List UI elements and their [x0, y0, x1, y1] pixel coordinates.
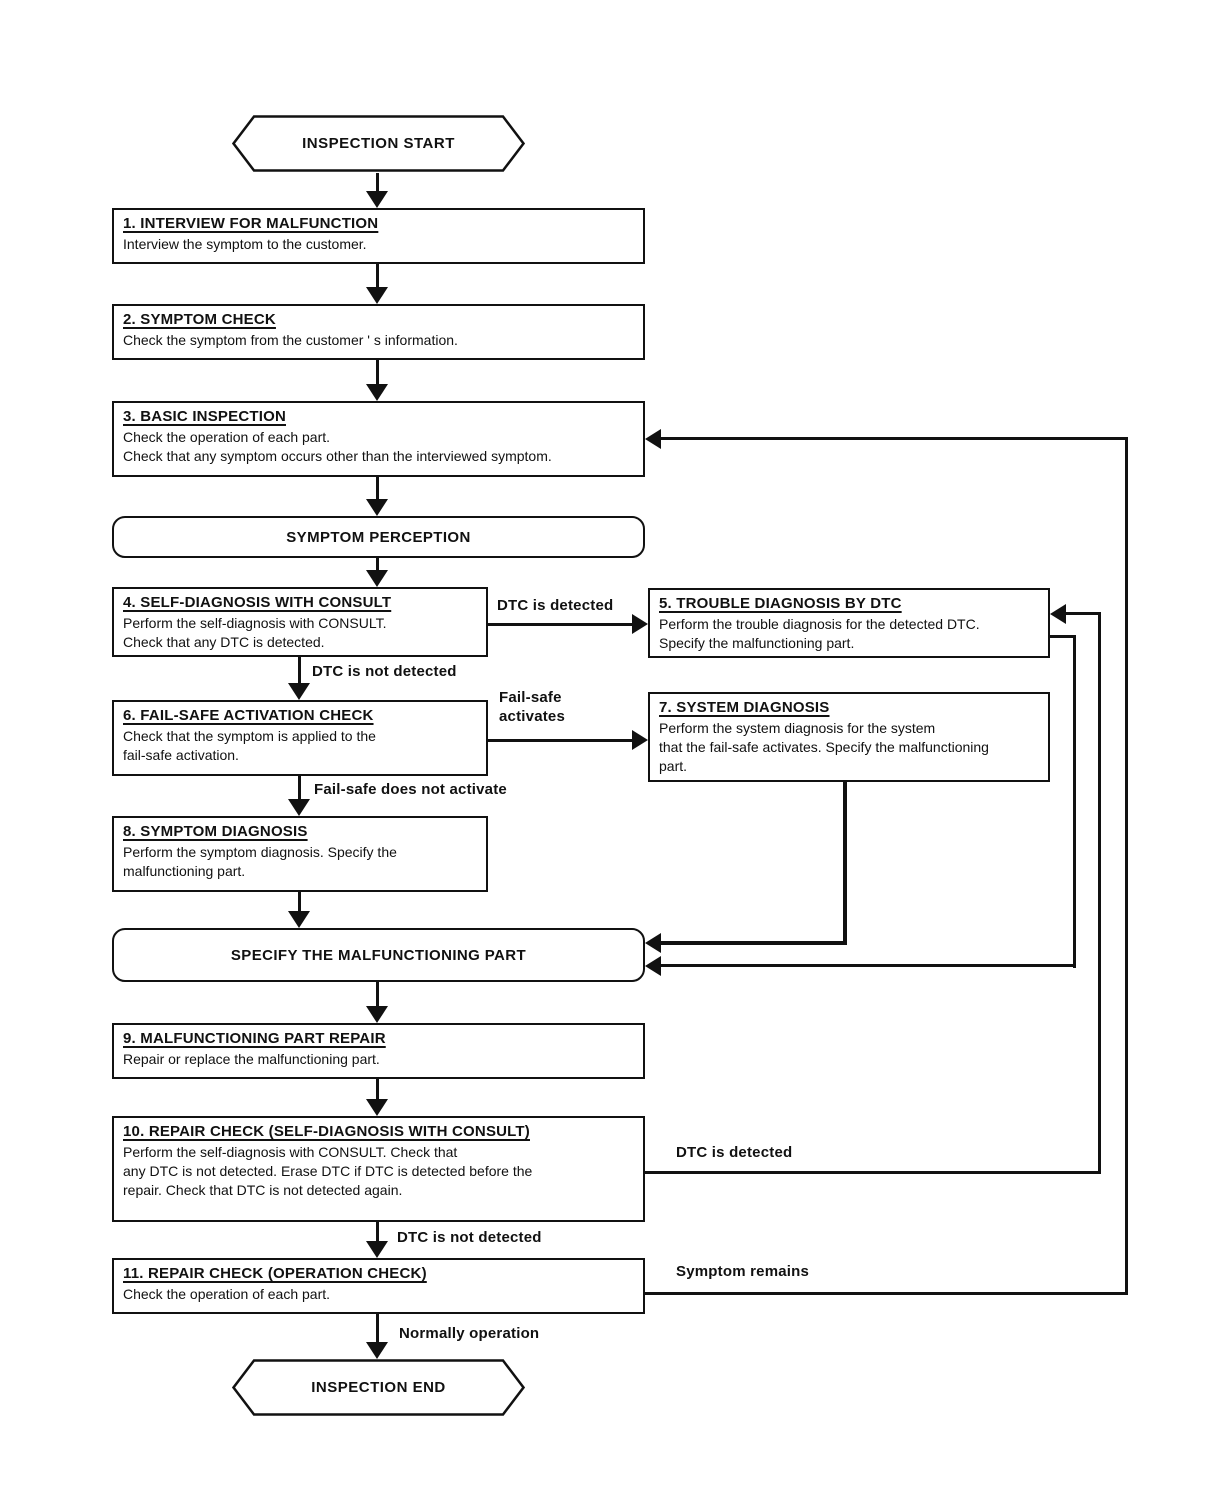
step-6-title: 6. FAIL-SAFE ACTIVATION CHECK: [123, 707, 374, 724]
step-6-body: Check that the symptom is applied to the…: [123, 728, 376, 763]
terminal-end-label: INSPECTION END: [311, 1379, 446, 1396]
feedback-step10-to-step5-hline-top: [1064, 612, 1101, 615]
arrow-symptom-perception-to-step4-head: [366, 570, 388, 587]
step-5-body: Perform the trouble diagnosis for the de…: [659, 616, 980, 651]
arrow-step2-to-step3-line: [376, 360, 379, 384]
edge-label-fail-safe-does-not-activate: Fail-safe does not activate: [314, 780, 507, 799]
terminal-start-label: INSPECTION START: [302, 135, 455, 152]
arrow-step3-to-symptom-perception-line: [376, 477, 379, 499]
arrow-step10-to-step11-line: [376, 1222, 379, 1241]
arrow-step10-to-step11-head: [366, 1241, 388, 1258]
step-8-body: Perform the symptom diagnosis. Specify t…: [123, 844, 397, 879]
symptom-perception-label: SYMPTOM PERCEPTION: [286, 528, 471, 546]
step-11-title: 11. REPAIR CHECK (OPERATION CHECK): [123, 1265, 427, 1282]
feedback-step11-to-step3-head: [645, 429, 661, 449]
process-step-8: 8. SYMPTOM DIAGNOSIS Perform the symptom…: [112, 816, 488, 892]
feedback-step11-to-step3-hline-top: [660, 437, 1128, 440]
step-9-title: 9. MALFUNCTIONING PART REPAIR: [123, 1030, 386, 1047]
arrow-step2-to-step3-head: [366, 384, 388, 401]
feedback-step10-to-step5-vline: [1098, 612, 1101, 1174]
specify-part-label: SPECIFY THE MALFUNCTIONING PART: [230, 946, 527, 964]
edge-label-dtc-not-detected-repair: DTC is not detected: [397, 1228, 542, 1247]
process-step-5: 5. TROUBLE DIAGNOSIS BY DTC Perform the …: [648, 588, 1050, 658]
step-2-title: 2. SYMPTOM CHECK: [123, 311, 276, 328]
arrow-step9-to-step10-head: [366, 1099, 388, 1116]
arrow-start-to-step1-head: [366, 191, 388, 208]
step-5-title: 5. TROUBLE DIAGNOSIS BY DTC: [659, 595, 902, 612]
step-10-title: 10. REPAIR CHECK (SELF-DIAGNOSIS WITH CO…: [123, 1123, 530, 1140]
process-step-1: 1. INTERVIEW FOR MALFUNCTION Interview t…: [112, 208, 645, 264]
process-step-7: 7. SYSTEM DIAGNOSIS Perform the system d…: [648, 692, 1050, 782]
process-step-10: 10. REPAIR CHECK (SELF-DIAGNOSIS WITH CO…: [112, 1116, 645, 1222]
step-4-title: 4. SELF-DIAGNOSIS WITH CONSULT: [123, 594, 392, 611]
step-7-body: Perform the system diagnosis for the sys…: [659, 720, 989, 774]
arrow-step4-to-step6-head: [288, 683, 310, 700]
step-1-body: Interview the symptom to the customer.: [123, 236, 367, 252]
terminal-inspection-end: INSPECTION END: [232, 1359, 525, 1416]
arrow-step9-to-step10-line: [376, 1079, 379, 1099]
step-11-body: Check the operation of each part.: [123, 1286, 331, 1302]
step-4-body: Perform the self-diagnosis with CONSULT.…: [123, 615, 387, 650]
hexagon-shape: [232, 1359, 525, 1416]
connector-specify-malfunctioning-part: SPECIFY THE MALFUNCTIONING PART: [112, 928, 645, 982]
arrow-step11-to-end-line: [376, 1314, 379, 1342]
arrow-step7-to-specify-vline: [843, 781, 847, 945]
arrow-step5-to-specify-vline: [1073, 635, 1076, 968]
terminal-inspection-start: INSPECTION START: [232, 115, 525, 172]
edge-label-normally-operation: Normally operation: [399, 1324, 540, 1343]
arrow-step8-to-specify-head: [288, 911, 310, 928]
arrow-step8-to-specify-line: [298, 892, 301, 911]
arrow-step4-to-step5-line: [488, 623, 633, 626]
arrow-step4-to-step6-line: [298, 657, 301, 683]
arrow-specify-to-step9-line: [376, 982, 379, 1006]
arrow-symptom-perception-to-step4-line: [376, 558, 379, 570]
arrow-step7-to-specify-hline: [660, 941, 847, 945]
process-step-3: 3. BASIC INSPECTION Check the operation …: [112, 401, 645, 477]
feedback-step10-to-step5-head: [1050, 604, 1066, 624]
arrow-step11-to-end-head: [366, 1342, 388, 1359]
arrow-step6-to-step8-head: [288, 799, 310, 816]
step-7-title: 7. SYSTEM DIAGNOSIS: [659, 699, 830, 716]
arrow-step1-to-step2-head: [366, 287, 388, 304]
arrow-step3-to-symptom-perception-head: [366, 499, 388, 516]
feedback-step11-to-step3-vline: [1125, 437, 1128, 1295]
process-step-9: 9. MALFUNCTIONING PART REPAIR Repair or …: [112, 1023, 645, 1079]
arrow-specify-to-step9-head: [366, 1006, 388, 1023]
arrow-start-to-step1-line: [376, 173, 379, 191]
arrow-step5-to-specify-hline-top: [1050, 635, 1076, 638]
process-step-6: 6. FAIL-SAFE ACTIVATION CHECK Check that…: [112, 700, 488, 776]
step-3-title: 3. BASIC INSPECTION: [123, 408, 286, 425]
process-step-11: 11. REPAIR CHECK (OPERATION CHECK) Check…: [112, 1258, 645, 1314]
hexagon-shape: [232, 115, 525, 172]
arrow-step4-to-step5-head: [632, 614, 648, 634]
process-step-2: 2. SYMPTOM CHECK Check the symptom from …: [112, 304, 645, 360]
step-1-title: 1. INTERVIEW FOR MALFUNCTION: [123, 215, 379, 232]
edge-label-dtc-detected-repair: DTC is detected: [676, 1143, 793, 1162]
edge-label-fail-safe-activates: Fail-safe activates: [499, 688, 566, 726]
edge-label-symptom-remains: Symptom remains: [676, 1262, 810, 1281]
step-3-body: Check the operation of each part. Check …: [123, 429, 552, 464]
arrow-step7-to-specify-head: [645, 933, 661, 953]
step-10-body: Perform the self-diagnosis with CONSULT.…: [123, 1144, 533, 1198]
arrow-step6-to-step7-head: [632, 730, 648, 750]
arrow-step5-to-specify-hline-bottom: [660, 964, 1076, 967]
step-8-title: 8. SYMPTOM DIAGNOSIS: [123, 823, 308, 840]
process-step-4: 4. SELF-DIAGNOSIS WITH CONSULT Perform t…: [112, 587, 488, 657]
arrow-step1-to-step2-line: [376, 264, 379, 287]
feedback-step10-to-step5-hline-bottom: [645, 1171, 1101, 1174]
arrow-step6-to-step8-line: [298, 776, 301, 799]
step-9-body: Repair or replace the malfunctioning par…: [123, 1051, 380, 1067]
arrow-step5-to-specify-head: [645, 956, 661, 976]
step-2-body: Check the symptom from the customer ' s …: [123, 332, 458, 348]
edge-label-dtc-not-detected: DTC is not detected: [312, 662, 457, 681]
feedback-step11-to-step3-hline-bottom: [645, 1292, 1128, 1295]
arrow-step6-to-step7-line: [488, 739, 633, 742]
connector-symptom-perception: SYMPTOM PERCEPTION: [112, 516, 645, 558]
edge-label-dtc-detected: DTC is detected: [497, 596, 614, 615]
